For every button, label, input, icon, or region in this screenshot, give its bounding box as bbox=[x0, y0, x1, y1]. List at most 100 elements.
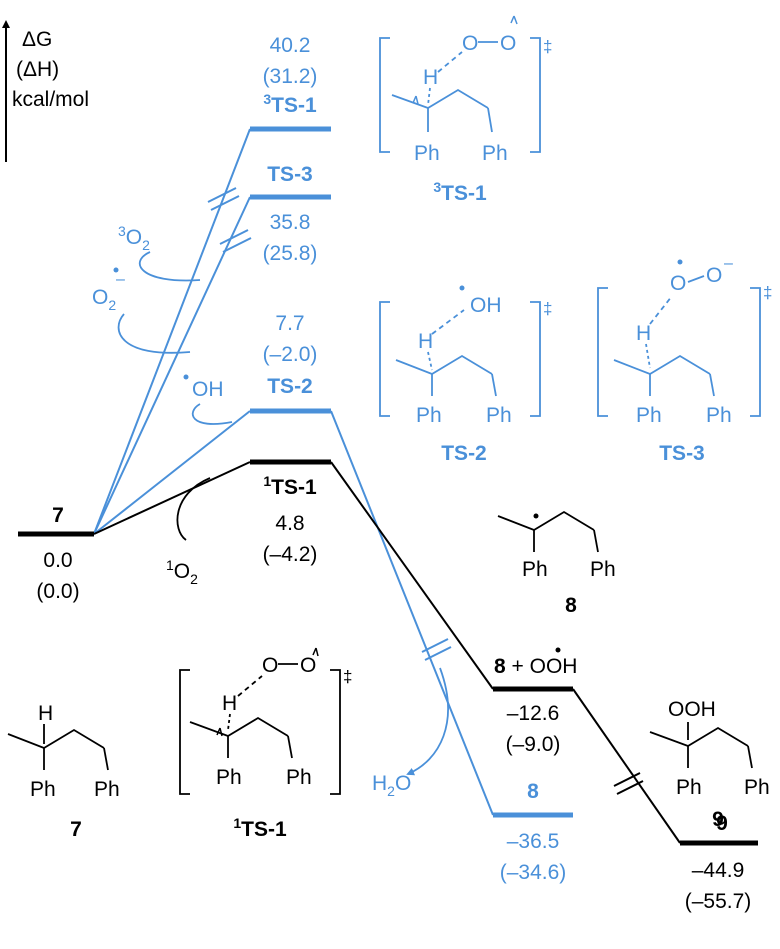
label-3ts1: 40.2 (31.2) 3TS-1 bbox=[263, 34, 318, 117]
phenyl-1: Ph bbox=[522, 558, 548, 581]
caption: 7 bbox=[70, 818, 82, 841]
structure-ts2: ‡ OH H Ph Ph TS-2 bbox=[379, 285, 552, 465]
charge: – bbox=[724, 255, 733, 272]
brackets bbox=[179, 669, 341, 795]
energy-axis: ΔG (ΔH) kcal/mol bbox=[2, 20, 89, 162]
blue-paths bbox=[93, 128, 494, 816]
level-ts2-name: TS-2 bbox=[267, 375, 313, 398]
label-8-ooh: 8 + OOH –12.6 (–9.0) bbox=[494, 647, 577, 756]
reagent-water: H2O bbox=[372, 667, 449, 799]
hydrogen: H bbox=[222, 692, 237, 715]
path-to-1ts1 bbox=[93, 461, 251, 535]
caption: 9 bbox=[716, 812, 728, 835]
level-3ts1-dh: (31.2) bbox=[263, 65, 318, 88]
structure-3ts1: ‡ O O H Ph Ph 3TS-1 bbox=[379, 15, 552, 205]
level-9-dg: –44.9 bbox=[692, 859, 745, 882]
hydrogen: H bbox=[423, 66, 438, 89]
curved-arrow-water bbox=[406, 667, 449, 776]
dagger: ‡ bbox=[543, 37, 552, 56]
structure-1ts1: ‡ O O H Ph Ph 1TS-1 bbox=[179, 647, 352, 841]
path-to-ts2 bbox=[93, 410, 251, 535]
phenyl-2: Ph bbox=[590, 558, 616, 581]
reagent-1o2-label: 1O2 bbox=[166, 557, 198, 587]
structure-7: H Ph Ph 7 bbox=[7, 702, 120, 841]
path-1ts1-to-8ooh bbox=[330, 461, 494, 690]
phenyl-1: Ph bbox=[30, 778, 56, 801]
structure-8: Ph Ph 8 bbox=[497, 510, 616, 617]
oxygen-2: O bbox=[500, 32, 516, 55]
phenyl-1: Ph bbox=[416, 404, 442, 427]
path-8ooh-to-9 bbox=[572, 688, 681, 844]
caption: 3TS-1 bbox=[433, 179, 487, 205]
level-ts3-dg: 35.8 bbox=[270, 211, 311, 234]
brackets bbox=[597, 287, 761, 417]
phenyl-2: Ph bbox=[706, 404, 732, 427]
label-ts2: 7.7 (–2.0) TS-2 bbox=[263, 312, 318, 398]
reagent-o2-superoxide: O2 – bbox=[92, 267, 191, 354]
hydrogen: H bbox=[636, 322, 651, 345]
level-1ts1-dh: (–4.2) bbox=[263, 543, 318, 566]
curved-arrow-1o2 bbox=[176, 477, 211, 541]
label-1ts1: 1TS-1 4.8 (–4.2) bbox=[263, 473, 318, 566]
reagent-o2-superoxide-label: O2 bbox=[92, 286, 116, 313]
radical-dot bbox=[555, 647, 561, 653]
superoxide-dot bbox=[113, 267, 119, 273]
reagent-3o2: 3O2 bbox=[118, 223, 201, 282]
hydrogen: H bbox=[418, 330, 433, 353]
curved-arrow-3o2 bbox=[138, 251, 201, 282]
level-ts3-dh: (25.8) bbox=[263, 242, 318, 265]
level-8-ooh-dh: (–9.0) bbox=[506, 733, 561, 756]
phenyl-1: Ph bbox=[414, 142, 440, 165]
level-8-ooh-dg: –12.6 bbox=[507, 702, 560, 725]
dagger: ‡ bbox=[343, 667, 352, 686]
axis-unit: kcal/mol bbox=[12, 88, 89, 111]
phenyl-2: Ph bbox=[94, 778, 120, 801]
label-8: 8 –36.5 (–34.6) bbox=[500, 780, 567, 884]
level-1ts1-dg: 4.8 bbox=[275, 512, 304, 535]
level-9-name: 9 bbox=[712, 808, 724, 831]
phenyl-2: Ph bbox=[486, 404, 512, 427]
caption: TS-3 bbox=[659, 442, 705, 465]
axis-label-dg: ΔG bbox=[22, 28, 52, 51]
phenyl-1: Ph bbox=[216, 766, 242, 789]
superoxide-charge: – bbox=[116, 271, 125, 288]
level-8-ooh-name: 8 + OOH bbox=[494, 655, 577, 678]
brackets bbox=[379, 301, 541, 417]
curved-arrow-oh bbox=[191, 403, 233, 425]
label-7: 7 0.0 (0.0) bbox=[36, 504, 79, 603]
structure-9: OOH Ph Ph 9 bbox=[649, 698, 770, 835]
path-to-3ts1 bbox=[93, 128, 251, 535]
level-ts2-dg: 7.7 bbox=[275, 312, 304, 335]
level-7-dg: 0.0 bbox=[43, 549, 72, 572]
phenyl-1: Ph bbox=[676, 776, 702, 799]
black-paths bbox=[93, 461, 681, 844]
level-3ts1-dg: 40.2 bbox=[270, 34, 311, 57]
level-8-dh: (–34.6) bbox=[500, 861, 567, 884]
oxygen-2: O bbox=[706, 264, 722, 287]
axis-label-dh: (ΔH) bbox=[16, 58, 59, 81]
caption: 1TS-1 bbox=[233, 815, 287, 841]
reagent-3o2-label: 3O2 bbox=[118, 223, 150, 253]
break-marks-black bbox=[613, 772, 644, 795]
level-9-dh: (–55.7) bbox=[685, 890, 752, 913]
label-ts3: TS-3 35.8 (25.8) bbox=[263, 163, 318, 265]
reagent-oh: OH bbox=[183, 374, 233, 425]
oxygen-1: O bbox=[262, 654, 278, 677]
energy-levels bbox=[18, 126, 758, 846]
dagger: ‡ bbox=[763, 283, 772, 302]
structure-ts3: ‡ O O – H Ph Ph TS-3 bbox=[597, 255, 772, 465]
level-7-name: 7 bbox=[52, 504, 64, 527]
level-ts3-name: TS-3 bbox=[267, 163, 313, 186]
reagent-1o2: 1O2 bbox=[166, 477, 211, 587]
level-8-dg: –36.5 bbox=[507, 830, 560, 853]
hydroperoxide: OOH bbox=[668, 698, 716, 721]
phenyl-2: Ph bbox=[482, 142, 508, 165]
oxygen-1: O bbox=[670, 272, 686, 295]
dagger: ‡ bbox=[543, 299, 552, 318]
oxygen-1: O bbox=[462, 32, 478, 55]
path-ts2-to-8 bbox=[330, 410, 494, 816]
level-8-name: 8 bbox=[527, 780, 539, 803]
reagent-oh-label: OH bbox=[192, 378, 224, 401]
level-7-dh: (0.0) bbox=[36, 580, 79, 603]
